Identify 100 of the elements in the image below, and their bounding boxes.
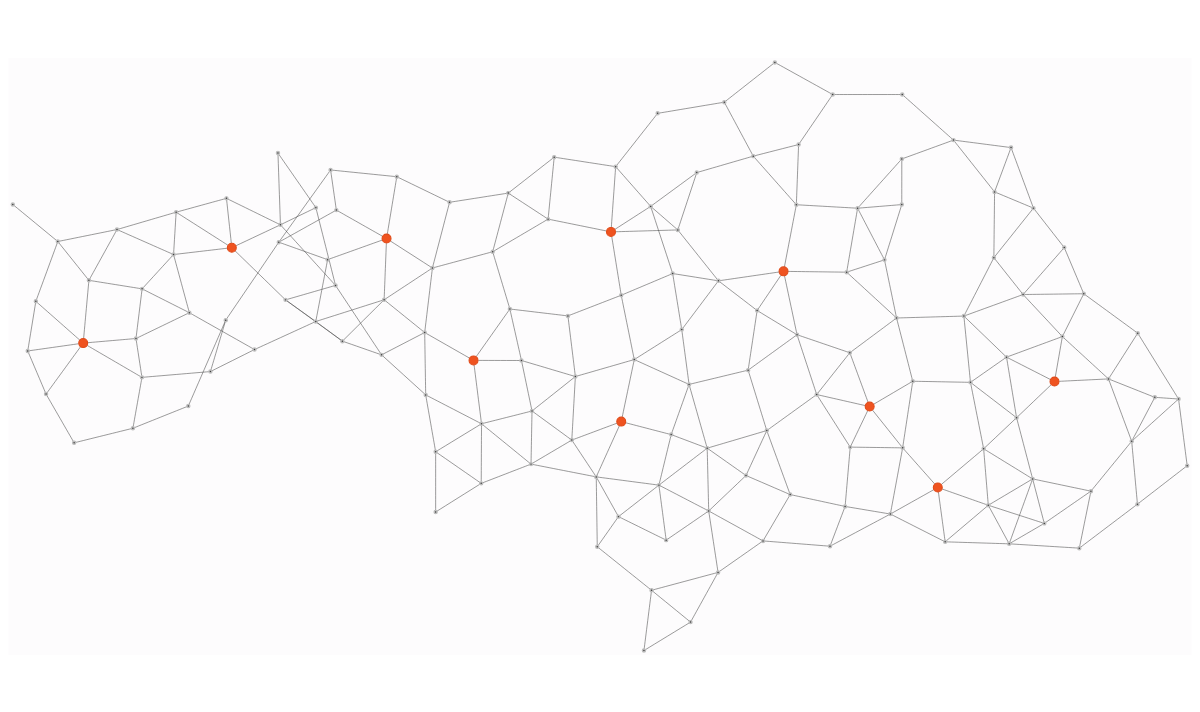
node-circle xyxy=(10,201,16,207)
node-circle xyxy=(1008,144,1014,150)
node-circle xyxy=(394,174,399,179)
node-circle xyxy=(340,338,345,343)
node-circle xyxy=(882,257,887,262)
node-circle xyxy=(1062,244,1067,250)
node-circle xyxy=(613,163,618,169)
node-circle xyxy=(715,569,721,575)
node-circle xyxy=(1020,291,1026,297)
node-circle xyxy=(1030,476,1035,481)
node-circle xyxy=(379,352,384,357)
node-circle xyxy=(1129,438,1134,443)
node-circle xyxy=(899,156,904,161)
node-circle xyxy=(78,337,89,348)
node-circle xyxy=(794,202,799,207)
node-circle xyxy=(888,511,893,516)
node-circle xyxy=(573,373,578,379)
node-circle xyxy=(283,297,288,302)
connector xyxy=(190,312,254,349)
node-circle xyxy=(663,537,669,542)
node-circle xyxy=(616,416,627,427)
node-circle xyxy=(252,346,257,352)
node-circle xyxy=(1106,376,1111,381)
node-circle xyxy=(529,408,535,413)
node-circle xyxy=(745,367,751,372)
node-circle xyxy=(422,329,427,335)
connector xyxy=(226,242,279,319)
node-circle xyxy=(705,445,710,450)
node-circle xyxy=(1135,330,1140,335)
node-circle xyxy=(528,461,534,466)
node-circle xyxy=(430,265,435,270)
node-circle xyxy=(668,431,674,437)
node-circle xyxy=(569,437,575,442)
node-circle xyxy=(133,335,139,341)
node-circle xyxy=(313,204,319,210)
node-circle xyxy=(932,481,943,492)
node-circle xyxy=(910,378,915,383)
node-circle xyxy=(507,306,513,311)
node-circle xyxy=(130,425,136,430)
node-circle xyxy=(1152,394,1158,400)
node-circle xyxy=(208,368,213,374)
node-circle xyxy=(1060,333,1065,339)
node-circle xyxy=(313,318,318,324)
node-circle xyxy=(981,446,986,451)
node-circle xyxy=(328,167,333,172)
node-circle xyxy=(968,379,973,385)
node-circle xyxy=(900,445,905,450)
node-circle xyxy=(855,205,860,210)
node-circle xyxy=(479,480,484,486)
node-circle xyxy=(479,421,484,426)
node-circle xyxy=(794,332,800,337)
node-circle xyxy=(186,403,191,408)
node-circle xyxy=(187,310,192,315)
node-circle xyxy=(670,270,675,276)
node-circle xyxy=(961,313,967,318)
node-circle xyxy=(333,282,338,288)
node-circle xyxy=(830,91,835,97)
node-circle xyxy=(506,190,511,195)
node-circle xyxy=(986,502,991,507)
node-circle xyxy=(764,427,769,433)
node-circle xyxy=(595,544,600,549)
node-circle xyxy=(722,99,727,104)
node-circle xyxy=(848,444,853,449)
node-circle xyxy=(679,326,684,332)
node-circle xyxy=(796,141,801,147)
node-circle xyxy=(827,543,833,548)
node-circle xyxy=(334,207,339,212)
node-circle xyxy=(686,381,692,387)
node-circle xyxy=(226,242,237,253)
node-circle xyxy=(1077,545,1082,550)
node-circle xyxy=(1184,462,1190,468)
node-circle xyxy=(278,222,283,227)
node-circle xyxy=(86,277,92,283)
node-circle xyxy=(656,482,662,487)
node-circle xyxy=(900,91,905,97)
node-circle xyxy=(606,226,616,237)
node-circle xyxy=(847,350,853,355)
node-circle xyxy=(55,238,61,244)
node-circle xyxy=(706,508,711,513)
node-circle xyxy=(1135,501,1140,506)
node-circle xyxy=(864,401,875,412)
node-circle xyxy=(694,169,699,175)
node-circle xyxy=(565,313,571,318)
node-circle xyxy=(1049,376,1060,387)
node-circle xyxy=(951,137,956,142)
node-circle xyxy=(1081,291,1086,296)
node-circle xyxy=(447,199,452,204)
node-circle xyxy=(223,317,228,322)
node-circle xyxy=(1031,205,1036,210)
node-circle xyxy=(381,233,392,244)
node-circle xyxy=(171,251,176,257)
node-circle xyxy=(519,357,524,363)
node-circle xyxy=(1014,415,1019,420)
node-circle xyxy=(772,59,778,65)
node-circle xyxy=(844,269,849,274)
node-circle xyxy=(842,503,848,509)
node-circle xyxy=(1042,520,1047,526)
node-circle xyxy=(778,265,789,276)
node-circle xyxy=(899,201,904,207)
node-circle xyxy=(545,216,551,221)
